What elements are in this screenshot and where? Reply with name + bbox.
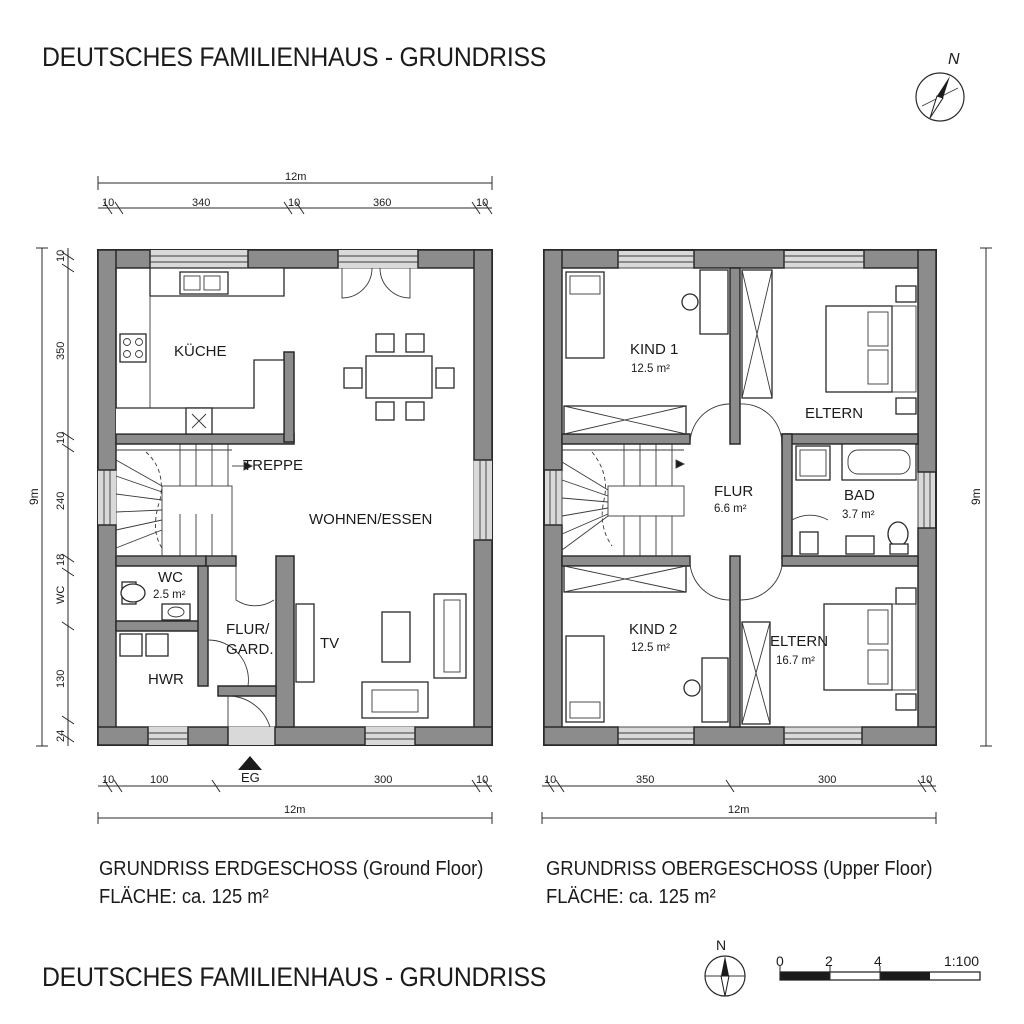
dim-total-height: 9m <box>27 488 41 505</box>
ground-floor-dimensions-top: 12m 10 340 10 360 10 <box>97 171 493 215</box>
dim-label: 10 <box>920 774 932 786</box>
dim-label: 10 <box>476 774 488 786</box>
dim-label: 340 <box>192 197 210 209</box>
dim-label: 10 <box>55 250 67 262</box>
dim-label: 24 <box>55 730 67 742</box>
page-title: DEUTSCHES FAMILIENHAUS - GRUNDRISS <box>42 42 547 72</box>
room-label-kind1: KIND 1 <box>630 341 678 358</box>
dim-total-width: 12m <box>285 171 306 183</box>
scale-bar: 0 2 4 1:100 <box>776 953 981 981</box>
entrance-label: EG <box>241 770 260 785</box>
room-label-eltern-bottom: ELTERN <box>770 633 828 650</box>
north-label-bottom: N <box>716 937 726 953</box>
room-area-kind2: 12.5 m² <box>631 642 670 654</box>
dim-label: 350 <box>636 774 654 786</box>
entrance-arrow-icon <box>238 756 262 770</box>
ground-floor-dimensions-bottom: 10 100 300 10 12m <box>97 774 493 824</box>
upper-floor-plan: KIND 1 12.5 m² ELTERN FLUR 6.6 m² BAD 3.… <box>543 249 937 746</box>
dim-label: WC <box>55 586 67 604</box>
upper-floor-caption-area: FLÄCHE: ca. 125 m² <box>546 886 716 908</box>
north-label: N <box>948 51 960 68</box>
north-arrow-icon: N <box>915 51 965 122</box>
dim-label: 130 <box>55 670 67 688</box>
room-label-wc: WC <box>158 569 183 586</box>
scale-ratio: 1:100 <box>944 953 979 969</box>
dim-label: 240 <box>55 492 67 510</box>
dim-label: 10 <box>544 774 556 786</box>
room-area-kind1: 12.5 m² <box>631 363 670 375</box>
dim-label: 350 <box>55 342 67 360</box>
dim-label: 360 <box>373 197 391 209</box>
room-label-tv: TV <box>320 635 339 652</box>
ground-floor-caption: GRUNDRISS ERDGESCHOSS (Ground Floor) FLÄ… <box>99 855 483 911</box>
dim-total-width: 12m <box>284 804 305 816</box>
ground-floor-caption-title: GRUNDRISS ERDGESCHOSS (Ground Floor) <box>99 858 484 880</box>
dim-label: 100 <box>150 774 168 786</box>
room-label-flur-1: FLUR/ <box>226 621 270 638</box>
room-label-treppe: TREPPE <box>243 457 303 474</box>
dim-label: 300 <box>818 774 836 786</box>
upper-floor-dimensions: 9m 10 350 300 10 12m <box>541 247 992 824</box>
staircase <box>115 444 254 557</box>
dim-label: 10 <box>476 197 488 209</box>
scale-tick-label: 4 <box>874 953 882 969</box>
room-area-eltern-bottom: 16.7 m² <box>776 655 815 667</box>
dim-label: 10 <box>102 774 114 786</box>
ground-floor-caption-area: FLÄCHE: ca. 125 m² <box>99 886 269 908</box>
ground-floor-plan: EG <box>97 249 493 785</box>
room-label-hwr: HWR <box>148 671 184 688</box>
page-title-bottom: DEUTSCHES FAMILIENHAUS - GRUNDRISS <box>42 962 547 992</box>
dim-total-width: 12m <box>728 804 749 816</box>
scale-tick-label: 0 <box>776 953 784 969</box>
ground-floor-dimensions-left: 9m 10 350 10 240 18 WC 130 24 <box>27 247 75 747</box>
room-label-kind2: KIND 2 <box>629 621 677 638</box>
scale-tick-label: 2 <box>825 953 833 969</box>
room-label-wohnen: WOHNEN/ESSEN <box>309 511 432 528</box>
dim-label: 300 <box>374 774 392 786</box>
room-area-bad: 3.7 m² <box>842 509 875 521</box>
dim-label: 10 <box>55 432 67 444</box>
room-label-bad: BAD <box>844 487 875 504</box>
dim-label: 18 <box>55 554 67 566</box>
room-label-flur-2: GARD. <box>226 641 274 658</box>
room-label-flur: FLUR <box>714 483 753 500</box>
upper-floor-caption: GRUNDRISS OBERGESCHOSS (Upper Floor) FLÄ… <box>546 855 932 911</box>
dim-label: 10 <box>288 197 300 209</box>
room-area-flur: 6.6 m² <box>714 503 747 515</box>
dim-total-height: 9m <box>969 488 983 505</box>
room-area-wc: 2.5 m² <box>153 589 186 601</box>
upper-floor-caption-title: GRUNDRISS OBERGESCHOSS (Upper Floor) <box>546 858 933 880</box>
room-label-eltern-top: ELTERN <box>805 405 863 422</box>
north-arrow-bottom-icon: N <box>704 937 746 997</box>
dim-label: 10 <box>102 197 114 209</box>
room-label-kueche: KÜCHE <box>174 342 227 360</box>
